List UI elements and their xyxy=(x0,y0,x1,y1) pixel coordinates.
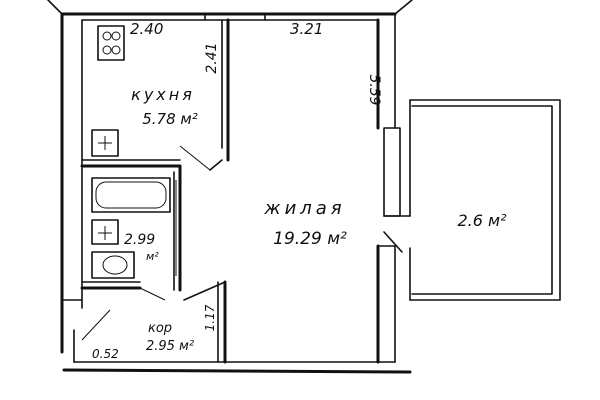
kitchen-fixtures xyxy=(91,25,125,157)
kitchen-sink xyxy=(91,129,119,157)
bathroom-area-unit: м² xyxy=(146,250,159,263)
corridor-area: 2.95 м² xyxy=(146,339,194,354)
balcony xyxy=(409,99,561,301)
balcony-door xyxy=(377,127,411,253)
bathroom-area: 2.99 xyxy=(124,232,155,248)
washbasin xyxy=(91,219,119,245)
living-label: жилая xyxy=(263,198,345,219)
living-area: 19.29 м² xyxy=(273,229,347,249)
room-labels: кухня 5.78 м² жилая 19.29 м² 2.99 м² кор… xyxy=(124,85,507,354)
living-width-dimension: 3.21 xyxy=(290,20,323,38)
bathroom-fixtures xyxy=(91,177,177,279)
toilet xyxy=(91,251,135,279)
stove xyxy=(97,25,125,61)
balcony-area: 2.6 м² xyxy=(457,211,507,230)
dimension-labels: 2.40 2.41 3.21 5.59 1.17 0.52 xyxy=(92,20,382,361)
corridor-front-dimension: 0.52 xyxy=(92,347,119,361)
interior-partitions xyxy=(73,18,230,364)
corridor-label: кор xyxy=(148,321,172,336)
kitchen-depth-dimension: 2.41 xyxy=(204,42,220,73)
corridor-side-dimension: 1.17 xyxy=(203,304,217,331)
kitchen-area: 5.78 м² xyxy=(142,110,198,128)
living-depth-dimension: 5.59 xyxy=(366,74,382,105)
kitchen-label: кухня xyxy=(131,85,195,104)
bathtub xyxy=(91,177,171,213)
outer-walls xyxy=(47,0,413,374)
kitchen-width-dimension: 2.40 xyxy=(130,20,163,38)
